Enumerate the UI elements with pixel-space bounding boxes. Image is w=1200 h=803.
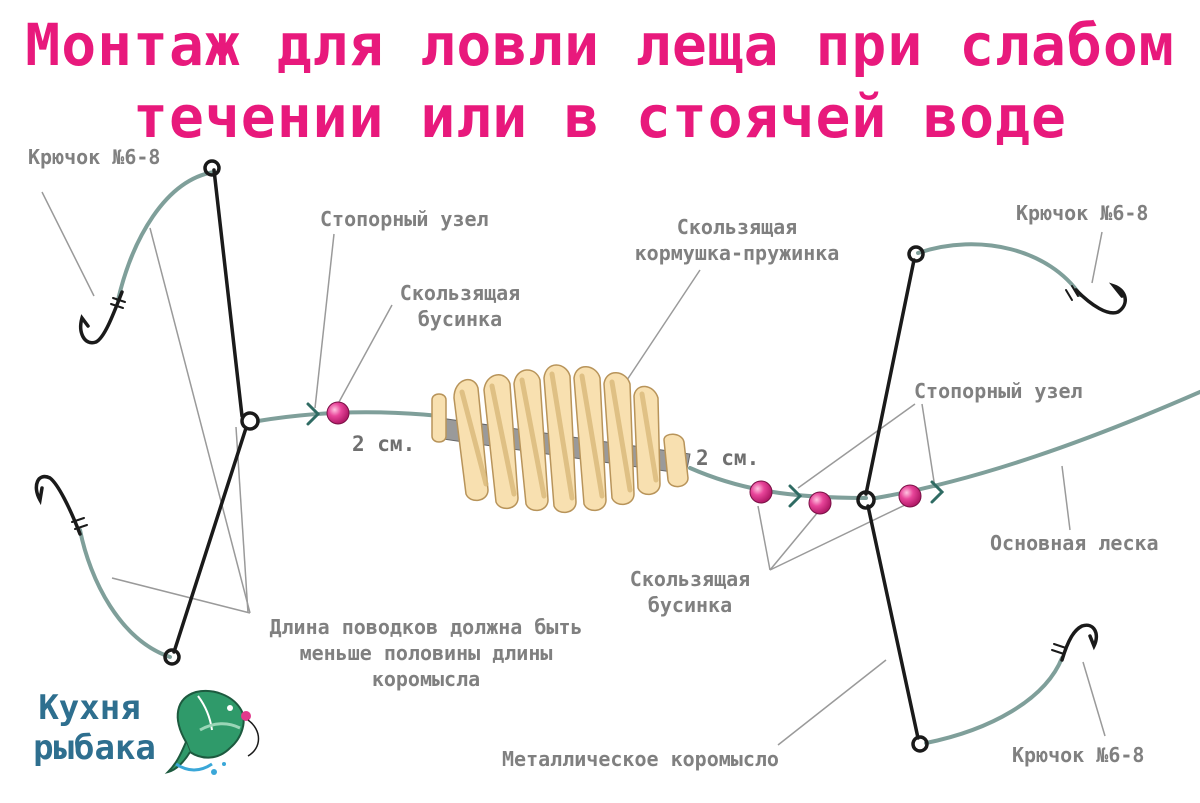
label-bead-right-line1: Скользящая	[629, 567, 751, 591]
label-leash-note-line1: Длина поводков должна быть	[269, 615, 583, 639]
pointer-leash-note-a	[149, 227, 251, 614]
label-rocker: Металлическое коромысло	[502, 747, 779, 771]
left-rocker-bottom-arm	[172, 426, 248, 654]
title-line-2: течении или в стоячей воде	[133, 83, 1067, 151]
brand-line-1: Кухня	[38, 688, 141, 728]
bead-right-1-icon	[749, 480, 773, 504]
stop-knot-right-b-icon	[930, 480, 945, 504]
right-rocker-bottom-arm	[866, 504, 920, 740]
pointer-stop-knot-left	[314, 233, 335, 409]
fish-logo-icon	[164, 690, 260, 775]
bead-left-icon	[326, 401, 350, 425]
leash-top-right	[916, 242, 1082, 297]
brand-line-2: рыбака	[33, 728, 156, 768]
label-feeder: Скользящая кормушка-пружинка	[612, 214, 862, 266]
label-dist-right: 2 см.	[696, 446, 760, 470]
right-rocker-center-eye	[856, 490, 876, 510]
hooks	[34, 282, 1127, 662]
pointer-stop-knot-right-b	[921, 403, 936, 489]
pointer-hook-top-right	[1091, 231, 1103, 284]
leash-bottom-right	[924, 656, 1064, 745]
stop-knot-right-a-icon	[788, 484, 803, 508]
hook-top-left-icon	[79, 290, 126, 345]
label-leash-note: Длина поводков должна быть меньше полови…	[246, 614, 606, 692]
pointer-hook-top-left	[41, 191, 95, 297]
right-rocker-top-arm	[864, 258, 916, 496]
leash-top-left	[116, 170, 216, 302]
label-hook-top-right: Крючок №6-8	[1016, 201, 1149, 225]
bead-right-3-icon	[898, 484, 922, 508]
hook-top-right-icon	[1065, 282, 1127, 315]
right-rocker-bottom-eye	[911, 735, 929, 753]
label-hook-bottom-right: Крючок №6-8	[1012, 743, 1145, 767]
left-rocker	[163, 159, 260, 666]
label-bead-right: Скользящая бусинка	[610, 566, 770, 618]
stop-knot-left-icon	[306, 402, 321, 426]
main-line	[874, 390, 1200, 500]
pointer-bead-left	[338, 304, 393, 403]
label-hook-top-left: Крючок №6-8	[28, 145, 161, 169]
stop-knots	[306, 402, 945, 508]
title-line-1: Монтаж для ловли леща при слабом	[25, 11, 1175, 79]
pointer-lines	[41, 191, 1106, 746]
right-rocker	[856, 245, 929, 753]
right-leashes	[916, 242, 1082, 745]
label-bead-left: Скользящая бусинка	[380, 280, 540, 332]
pointer-main-line	[1061, 465, 1071, 531]
label-bead-right-line2: бусинка	[647, 593, 733, 617]
pointer-feeder	[626, 269, 701, 381]
right-rocker-top-eye	[907, 245, 925, 263]
pointer-rocker	[777, 659, 887, 746]
pointer-bead-right-b	[769, 511, 819, 571]
pointer-stop-knot-right-a	[797, 403, 916, 489]
leash-bottom-left	[78, 528, 172, 659]
hook-bottom-right-icon	[1051, 623, 1099, 662]
left-rocker-top-arm	[212, 168, 244, 418]
line-right-segment	[688, 466, 868, 500]
label-stop-knot-left: Стопорный узел	[320, 207, 489, 231]
pointer-leash-note-b	[111, 577, 251, 614]
bead-right-2-icon	[808, 491, 832, 515]
label-main-line: Основная леска	[990, 531, 1159, 555]
label-feeder-line1: Скользящая	[676, 215, 798, 239]
label-stop-knot-right: Стопорный узел	[914, 379, 1083, 403]
feeder-spring-icon	[431, 364, 691, 514]
label-bead-left-line1: Скользящая	[399, 281, 521, 305]
label-leash-note-line2: меньше половины длины	[299, 641, 553, 665]
pointer-bead-right-c	[769, 504, 906, 571]
pointer-bead-right-a	[757, 505, 771, 571]
brand-logo-text: Кухня рыбака	[22, 688, 197, 768]
left-rocker-bottom-eye	[163, 648, 181, 666]
pointer-hook-bottom-right	[1082, 661, 1106, 737]
left-leashes	[78, 170, 216, 659]
hook-bottom-left-icon	[34, 474, 88, 536]
label-bead-left-line2: бусинка	[417, 307, 503, 331]
label-leash-note-line3: коромысла	[371, 667, 481, 691]
left-rocker-top-eye	[203, 159, 221, 177]
label-feeder-line2: кормушка-пружинка	[634, 241, 840, 265]
label-dist-left: 2 см.	[352, 432, 416, 456]
beads	[326, 401, 922, 515]
left-rocker-center-eye	[240, 411, 260, 431]
